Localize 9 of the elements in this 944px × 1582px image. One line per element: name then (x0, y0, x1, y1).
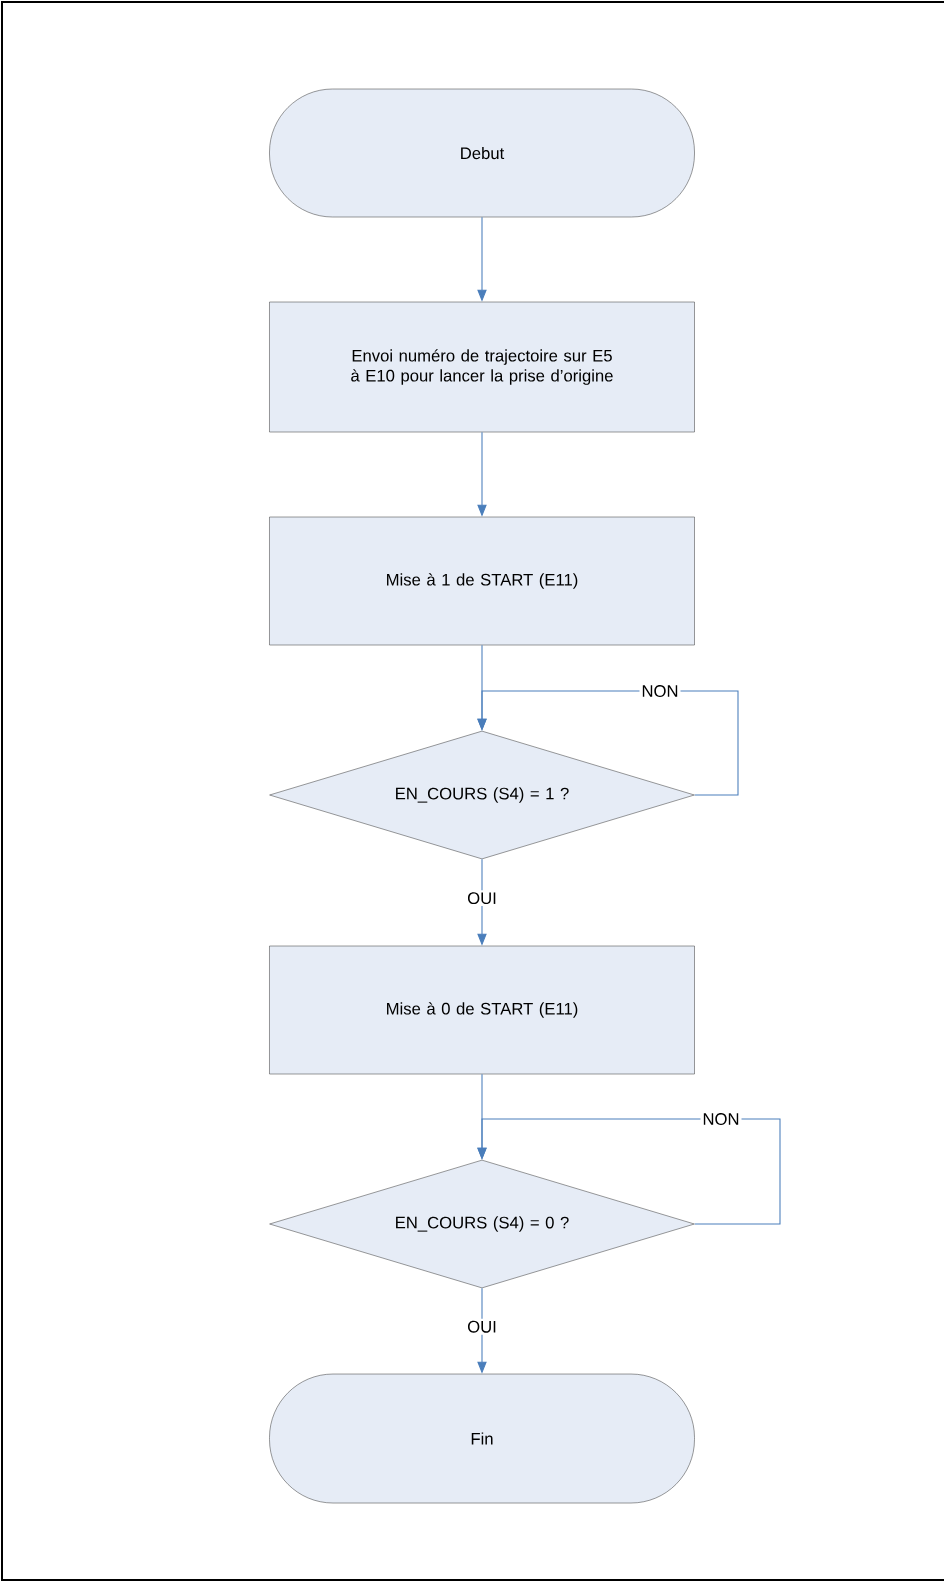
edge-label: OUI (465, 1318, 499, 1335)
edge-label: OUI (465, 890, 499, 907)
edge-label: NON (639, 683, 681, 699)
edge-label: NON (700, 1111, 742, 1127)
arrow (477, 690, 739, 796)
process-box: Mise à 0 de START (E11) (269, 945, 695, 1075)
arrow (477, 1118, 781, 1225)
process-box: Envoi numéro de trajectoire sur E5 à E10 pour lancer la prise d’origine (269, 301, 695, 433)
process-box: Mise à 1 de START (E11) (269, 516, 695, 646)
